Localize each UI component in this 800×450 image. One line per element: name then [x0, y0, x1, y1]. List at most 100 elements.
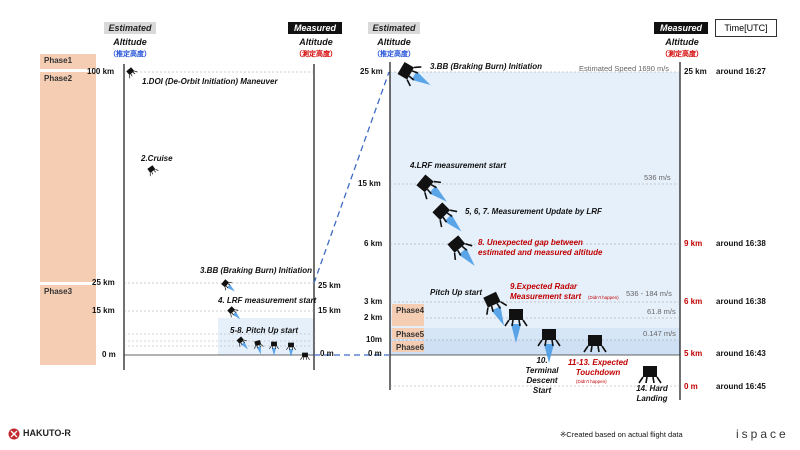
right-event-radar-1: 9.Expected Radar — [510, 282, 578, 291]
right-event-gap-1: 8. Unexpected gap between — [478, 238, 583, 247]
right-measured-altitude: Altitude — [665, 37, 699, 47]
lander-right-terminal-icon — [537, 329, 561, 363]
right-meas-tick-25km: 25 km — [684, 67, 707, 76]
left-event-pitch: 5-8. Pitch Up start — [230, 326, 299, 335]
ispace-logo: ispace — [736, 427, 789, 441]
right-event-bb: 3.BB (Braking Burn) Initiation — [430, 62, 542, 71]
lander-right-pitch-icon — [483, 291, 508, 326]
lander-left-ground-icon — [300, 352, 310, 360]
right-tick-2km: 2 km — [364, 313, 383, 322]
right-event-terminal-2: Terminal — [525, 366, 559, 375]
left-measured-altitude: Altitude — [299, 37, 333, 47]
hakuto-brand: HAKUTO-R — [23, 428, 71, 438]
right-measured-jp: （測定高度） — [661, 51, 703, 58]
phase5-label: Phase5 — [392, 328, 424, 339]
left-event-lrf: 4. LRF measurement start — [218, 296, 317, 305]
lander-right-gap-icon — [447, 235, 475, 266]
right-event-hard-1: 14. Hard — [636, 384, 668, 393]
lander-right-2km-icon — [504, 309, 528, 343]
speed-536-184: 536 - 184 m/s — [626, 289, 672, 298]
right-phase5-zone — [390, 328, 680, 340]
right-event-touchdown-1: 11-13. Expected — [568, 358, 628, 367]
right-tick-10m: 10m — [366, 335, 383, 344]
right-estimated-jp: （推定高度） — [373, 51, 415, 58]
lander-right-update-icon — [432, 202, 462, 232]
left-measured-jp: （測定高度） — [295, 51, 337, 58]
left-estimated-header: Estimated — [104, 22, 156, 34]
left-estimated-altitude: Altitude — [113, 37, 147, 47]
time-1638-a: around 16:38 — [716, 239, 766, 248]
right-event-terminal-3: Descent — [526, 376, 558, 385]
lander-icons — [126, 61, 662, 384]
right-event-touchdown-2: Touchdown — [575, 368, 621, 377]
time-header: Time[UTC] — [715, 19, 777, 37]
lander-right-lrf-icon — [416, 174, 447, 202]
lander-left-pitch-1-icon — [236, 336, 249, 350]
time-1627: around 16:27 — [716, 67, 766, 76]
right-event-terminal-4: Start — [532, 386, 552, 395]
lander-left-pitch-3-icon — [269, 341, 279, 356]
right-event-terminal-1: 10. — [536, 356, 548, 365]
right-meas-tick-5km: 5 km — [684, 349, 703, 358]
left-event-bb: 3.BB (Braking Burn) Initiation — [200, 266, 312, 275]
time-1643: around 16:43 — [716, 349, 766, 358]
right-event-hard-2: Landing — [636, 394, 668, 403]
lander-right-touchdown-icon — [583, 335, 607, 353]
left-estimated-jp: （推定高度） — [109, 51, 151, 58]
lander-left-pitch-2-icon — [254, 339, 264, 355]
phase2-label: Phase2 — [40, 72, 96, 282]
speed-61-8: 61.8 m/s — [647, 307, 676, 316]
left-tick-0m: 0 m — [102, 350, 116, 359]
lander-left-lrf-icon — [227, 306, 241, 320]
left-tick-15km: 15 km — [92, 306, 115, 315]
left-pitch-zone — [218, 318, 314, 355]
right-event-radar-note: (Didn't happen) — [588, 295, 619, 300]
phase4-label: Phase4 — [392, 304, 424, 326]
time-1645: around 16:45 — [716, 382, 766, 391]
lander-right-hard-icon — [638, 366, 662, 384]
left-tick-100km: 100 km — [87, 67, 115, 76]
hakuto-logo-icon — [8, 428, 20, 440]
speed-536: 536 m/s — [644, 173, 671, 182]
left-meas-tick-15km: 15 km — [318, 306, 341, 315]
right-tick-3km: 3 km — [364, 297, 383, 306]
lander-cruise-icon — [147, 165, 159, 177]
left-event-doi: 1.DOI (De-Orbit Initiation) Maneuver — [142, 77, 278, 86]
lander-doi-icon — [126, 67, 138, 79]
right-tick-6km: 6 km — [364, 239, 383, 248]
phase1-label: Phase1 — [40, 54, 96, 69]
lander-left-pitch-4-icon — [286, 342, 296, 357]
right-event-pitch: Pitch Up start — [430, 288, 483, 297]
right-meas-tick-0m: 0 m — [684, 382, 698, 391]
right-event-radar-2: Measurement start — [510, 292, 582, 301]
right-measured-header: Measured — [654, 22, 708, 34]
right-tick-15km: 15 km — [358, 179, 381, 188]
right-meas-tick-9km: 9 km — [684, 239, 703, 248]
right-phase6-zone — [390, 340, 680, 355]
right-meas-tick-6km: 6 km — [684, 297, 703, 306]
left-measured-header: Measured — [288, 22, 342, 34]
right-tick-25km: 25 km — [360, 67, 383, 76]
lander-right-bb-icon — [397, 61, 431, 87]
left-meas-tick-25km: 25 km — [318, 281, 341, 290]
left-event-cruise: 2.Cruise — [141, 154, 173, 163]
right-estimated-altitude: Altitude — [377, 37, 411, 47]
right-event-lrf: 4.LRF measurement start — [410, 161, 507, 170]
speed-1690: Estimated Speed 1690 m/s — [579, 64, 670, 73]
right-estimated-header: Estimated — [368, 22, 420, 34]
right-tick-0m: 0 m — [368, 349, 382, 358]
lander-left-bb-icon — [221, 279, 235, 292]
time-1638-b: around 16:38 — [716, 297, 766, 306]
phase6-label: Phase6 — [392, 341, 424, 352]
zoom-link-top — [313, 71, 390, 284]
right-event-touchdown-note: (Didn't happen) — [576, 379, 607, 384]
footnote: ※Created based on actual flight data — [560, 430, 683, 439]
right-event-update: 5, 6, 7. Measurement Update by LRF — [465, 207, 602, 216]
phase3-label: Phase3 — [40, 285, 96, 365]
left-meas-tick-0m: 0 m — [320, 349, 334, 358]
speed-0-147: 0.147 m/s — [643, 329, 676, 338]
right-event-gap-2: estimated and measured altitude — [478, 248, 603, 257]
left-tick-25km: 25 km — [92, 278, 115, 287]
